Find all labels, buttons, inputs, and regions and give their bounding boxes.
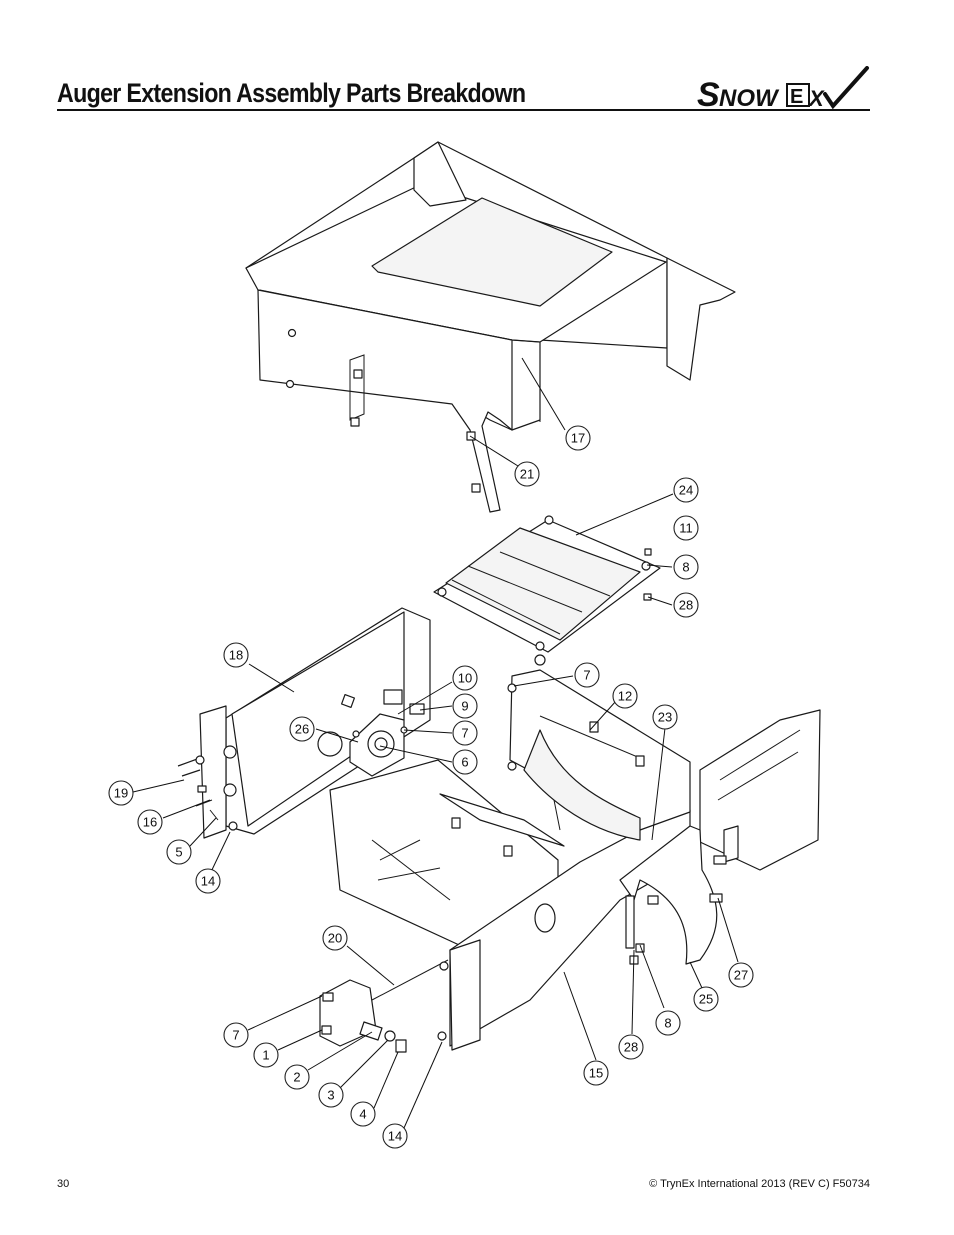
svg-text:17: 17: [571, 431, 585, 446]
svg-text:10: 10: [458, 671, 472, 686]
callout-7: 7: [574, 662, 600, 688]
page-title: Auger Extension Assembly Parts Breakdown: [57, 78, 526, 108]
callout-6: 6: [452, 749, 478, 775]
svg-text:E: E: [790, 86, 803, 108]
callout-20: 20: [322, 925, 348, 951]
callout-17: 17: [565, 425, 591, 451]
callout-12: 12: [612, 683, 638, 709]
svg-text:14: 14: [201, 874, 215, 889]
title-rule: [57, 109, 870, 111]
svg-text:8: 8: [682, 560, 689, 575]
svg-text:23: 23: [658, 710, 672, 725]
callout-14: 14: [195, 868, 221, 894]
callout-28: 28: [673, 592, 699, 618]
inner-frame-part: [509, 669, 691, 841]
callout-11: 11: [673, 515, 699, 541]
svg-text:8: 8: [664, 1016, 671, 1031]
copyright-notice: © TrynEx International 2013 (REV C) F507…: [649, 1178, 870, 1190]
callout-14: 14: [382, 1123, 408, 1149]
svg-text:20: 20: [328, 931, 342, 946]
end-bracket-part: [319, 959, 449, 1053]
callout-2: 2: [284, 1064, 310, 1090]
leader-lines: [132, 357, 739, 1129]
svg-text:28: 28: [679, 598, 693, 613]
svg-text:2: 2: [293, 1070, 300, 1085]
callout-24: 24: [673, 477, 699, 503]
side-plate-part: [199, 607, 431, 839]
callout-26: 26: [289, 716, 315, 742]
svg-text:7: 7: [232, 1028, 239, 1043]
svg-text:3: 3: [327, 1088, 334, 1103]
callout-19: 19: [108, 780, 134, 806]
callout-1: 1: [253, 1042, 279, 1068]
callout-18: 18: [223, 642, 249, 668]
svg-text:28: 28: [624, 1040, 638, 1055]
page-number: 30: [57, 1178, 70, 1190]
bearing-assembly: [349, 689, 425, 777]
callout-4: 4: [350, 1101, 376, 1127]
callout-10: 10: [452, 665, 478, 691]
bolt-21-set: [350, 369, 481, 493]
svg-text:6: 6: [461, 755, 468, 770]
top-cover-part: [245, 141, 736, 513]
svg-text:5: 5: [175, 845, 182, 860]
svg-text:7: 7: [461, 726, 468, 741]
svg-text:16: 16: [143, 815, 157, 830]
svg-text:15: 15: [589, 1066, 603, 1081]
svg-text:X: X: [807, 86, 825, 110]
svg-text:1: 1: [262, 1048, 269, 1063]
svg-text:19: 19: [114, 786, 128, 801]
svg-text:14: 14: [388, 1129, 402, 1144]
callout-21: 21: [514, 461, 540, 487]
callout-8: 8: [673, 554, 699, 580]
svg-text:4: 4: [359, 1107, 366, 1122]
callout-16: 16: [137, 809, 163, 835]
chute-plate-part: [433, 515, 661, 653]
svg-text:21: 21: [520, 467, 534, 482]
svg-text:11: 11: [679, 521, 693, 536]
svg-text:25: 25: [699, 992, 713, 1007]
callout-15: 15: [583, 1060, 609, 1086]
callout-3: 3: [318, 1082, 344, 1108]
misc-hardware: [451, 654, 727, 965]
svg-text:26: 26: [295, 722, 309, 737]
callout-25: 25: [693, 986, 719, 1012]
svg-text:NOW: NOW: [719, 85, 780, 110]
fastener-set-left: [177, 745, 238, 831]
callout-8: 8: [655, 1010, 681, 1036]
callout-7: 7: [452, 720, 478, 746]
svg-text:24: 24: [679, 483, 693, 498]
svg-text:12: 12: [618, 689, 632, 704]
svg-text:S: S: [697, 76, 721, 110]
svg-text:27: 27: [734, 968, 748, 983]
callout-27: 27: [728, 962, 754, 988]
svg-text:18: 18: [229, 648, 243, 663]
callout-9: 9: [452, 693, 478, 719]
snowex-logo: S NOW E X: [697, 66, 869, 110]
callout-7: 7: [223, 1022, 249, 1048]
callout-5: 5: [166, 839, 192, 865]
svg-text:7: 7: [583, 668, 590, 683]
callout-28: 28: [618, 1034, 644, 1060]
callout-23: 23: [652, 704, 678, 730]
svg-text:9: 9: [461, 699, 468, 714]
saddle-strap-part: [619, 825, 739, 965]
